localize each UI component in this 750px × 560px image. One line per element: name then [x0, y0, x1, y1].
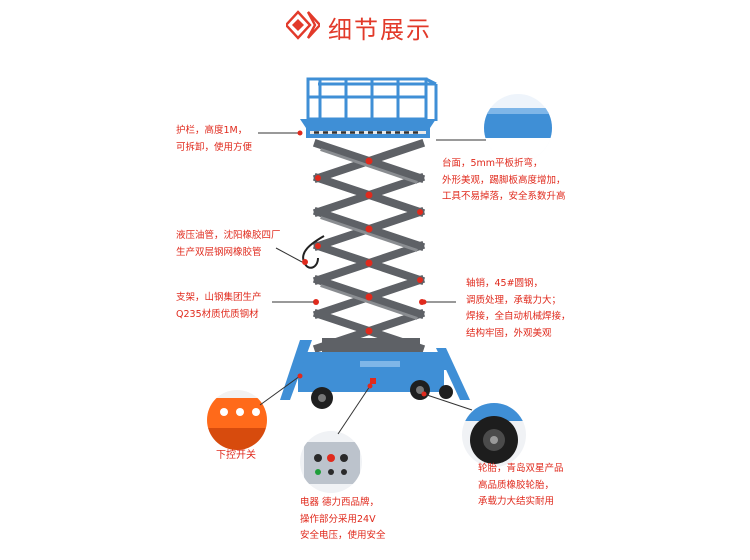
guardrail-annotation: 护栏，高度1M， 可拆卸，使用方便: [176, 125, 253, 153]
guardrail: [306, 77, 438, 121]
pin-annotation: 轴销，45#圆钢， 调质处理，承载力大； 焊接，全自动机械焊接， 结构牢固，外观…: [466, 278, 571, 339]
tire-closeup: [462, 403, 526, 467]
page-header: 细节展示: [0, 6, 750, 50]
steel-frame-annotation: 支架，山钢集团生产 Q235材质优质钢材: [176, 292, 262, 320]
double-diamond-icon: [286, 10, 320, 40]
controller-closeup: [207, 390, 267, 450]
callout-lines: [258, 132, 486, 435]
controller-caption: 下控开关: [216, 450, 256, 461]
platform-deck: [300, 119, 436, 138]
page-title: 细节展示: [328, 16, 432, 44]
platform-annotation: 台面，5mm平板折弯， 外形美观，踢脚板高度增加， 工具不易掉落，安全系数升高: [442, 158, 566, 202]
hydraulic-hose-annotation: 液压油管，沈阳橡胶四厂 生产双层钢网橡胶管: [176, 230, 281, 258]
electrical-closeup: [300, 431, 362, 493]
tire-annotation: 轮胎，青岛双星产品 高品质橡胶轮胎， 承载力大结实耐用: [478, 463, 564, 507]
electrical-annotation: 电器 德力西品牌， 操作部分采用24V 安全电压，使用安全: [300, 497, 386, 541]
